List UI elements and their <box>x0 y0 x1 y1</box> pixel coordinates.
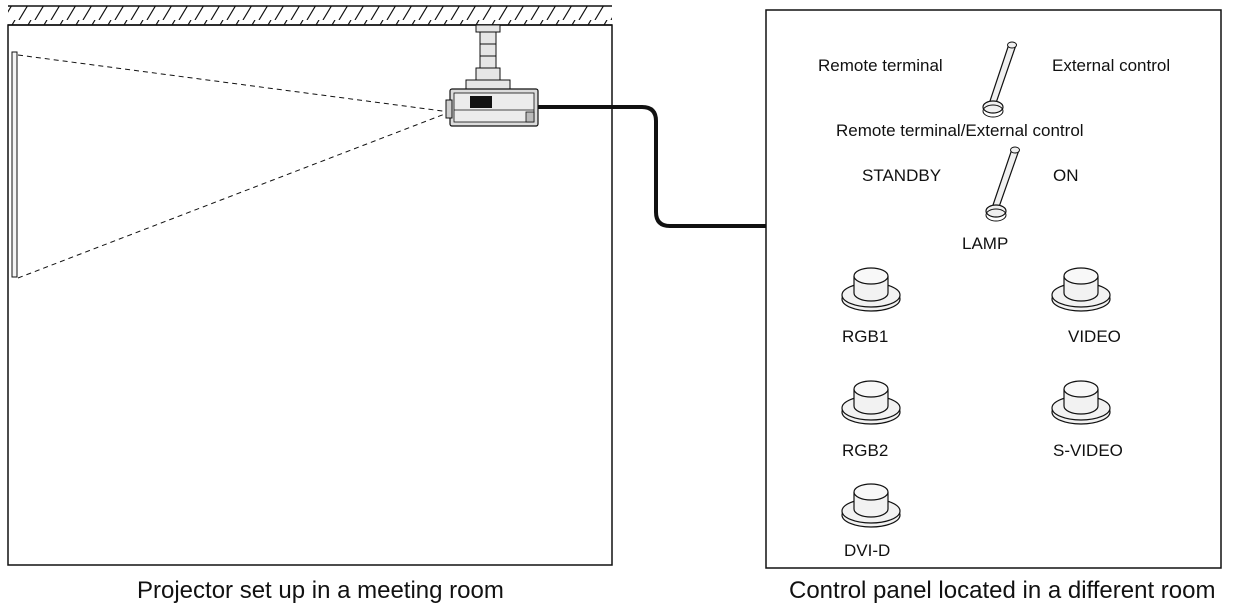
control-cable <box>538 105 766 228</box>
button-rgb2[interactable] <box>841 380 901 425</box>
panel-outline <box>765 9 1222 569</box>
switch2-right-label: ON <box>1053 166 1079 185</box>
switch1-name-label: Remote terminal/External control <box>836 121 1084 140</box>
button-label-video: VIDEO <box>1068 327 1121 346</box>
ceiling-mount <box>465 24 511 90</box>
button-rgb1[interactable] <box>841 267 901 312</box>
switch1-right-label: External control <box>1052 56 1171 75</box>
button-video[interactable] <box>1051 267 1111 312</box>
room-outline <box>7 24 613 566</box>
switch2-name-label: LAMP <box>962 234 1009 253</box>
meeting-room-caption: Projector set up in a meeting room <box>137 577 504 604</box>
control-room <box>765 9 1222 569</box>
button-label-s-video: S-VIDEO <box>1053 441 1123 460</box>
button-s-video[interactable] <box>1051 380 1111 425</box>
projector <box>445 88 539 127</box>
projection-beam <box>17 54 451 279</box>
meeting-room <box>7 5 613 566</box>
button-label-dvi-d: DVI-D <box>844 541 891 560</box>
projection-screen <box>11 51 18 278</box>
button-label-rgb1: RGB1 <box>842 327 889 346</box>
switch1-left-label: Remote terminal <box>818 56 943 75</box>
toggle-switch-remote-external[interactable] <box>982 41 1017 118</box>
button-dvi-d[interactable] <box>841 483 901 528</box>
button-label-rgb2: RGB2 <box>842 441 889 460</box>
control-room-caption: Control panel located in a different roo… <box>789 577 1216 604</box>
toggle-switch-lamp[interactable] <box>985 146 1020 222</box>
ceiling-hatch <box>8 6 612 25</box>
switch2-left-label: STANDBY <box>862 166 942 185</box>
